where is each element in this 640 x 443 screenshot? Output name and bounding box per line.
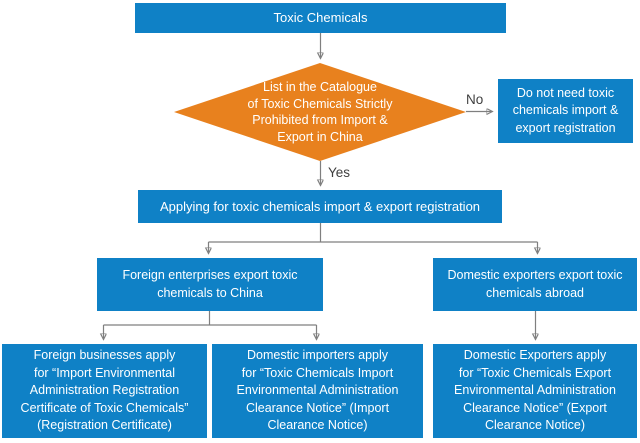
node-no-registration-needed: Do not need toxic chemicals import & exp… xyxy=(498,79,633,143)
node-registration-certificate: Foreign businesses apply for “Import Env… xyxy=(2,344,207,438)
decision-catalogue-diamond: List in the Catalogue of Toxic Chemicals… xyxy=(174,63,466,161)
node-foreign-enterprises-branch: Foreign enterprises export toxic chemica… xyxy=(97,258,323,311)
node-toxic-chemicals: Toxic Chemicals xyxy=(135,3,506,33)
edge-label-no: No xyxy=(466,92,484,107)
node-export-clearance-notice: Domestic Exporters apply for “Toxic Chem… xyxy=(433,344,637,438)
edge-label-yes: Yes xyxy=(328,165,351,180)
node-domestic-exporters-branch: Domestic exporters export toxic chemical… xyxy=(433,258,637,311)
node-import-clearance-notice: Domestic importers apply for “Toxic Chem… xyxy=(212,344,423,438)
node-apply-registration: Applying for toxic chemicals import & ex… xyxy=(138,190,502,223)
